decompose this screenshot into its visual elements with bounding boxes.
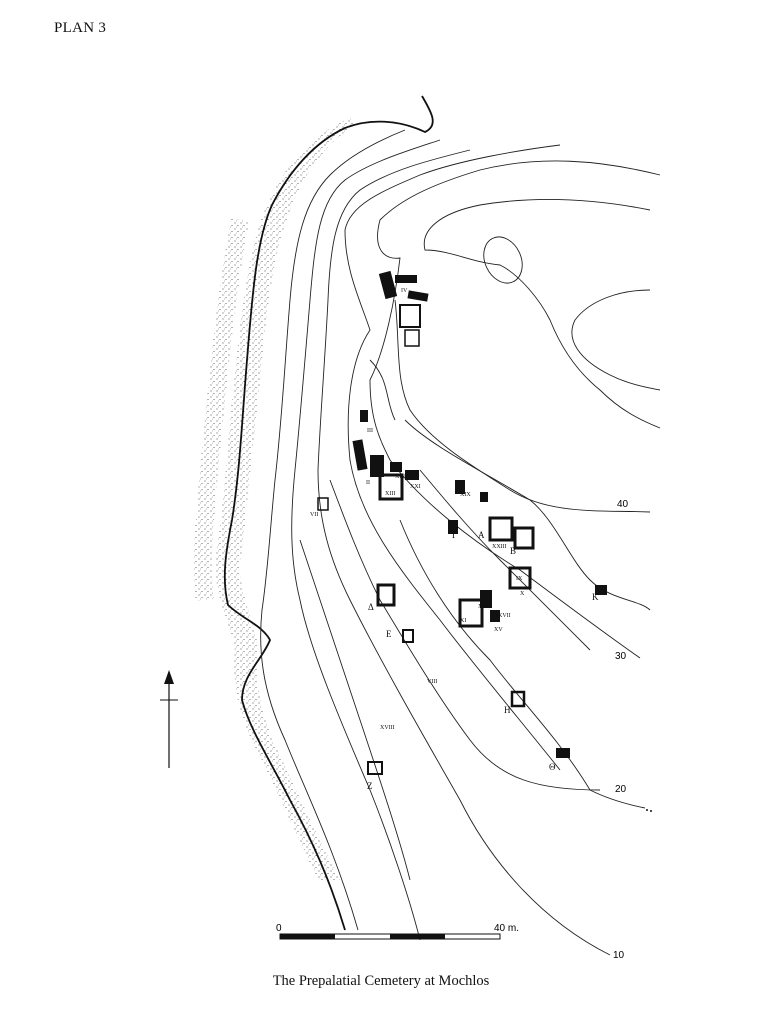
map-caption: The Prepalatial Cemetery at Mochlos <box>272 973 490 989</box>
contour-lines <box>260 129 661 956</box>
coastline <box>223 95 434 931</box>
tomb-label-vi: VI <box>417 293 423 299</box>
tomb-label-xv: XV <box>494 627 503 633</box>
scale-end-label: 40 m. <box>494 923 519 934</box>
tomb-label-gamma: Γ <box>452 530 457 540</box>
scale-bar: 0 40 m. <box>276 923 519 940</box>
contour-label-10: 10 <box>613 950 625 961</box>
contour-label-30: 30 <box>615 651 627 662</box>
tomb-label-xxi: XXI <box>410 484 421 490</box>
tomb-label-delta: Δ <box>368 602 374 612</box>
tomb-label-xvii: XVII <box>498 613 511 619</box>
tomb-label-a: A <box>478 530 485 540</box>
tomb-label-xvi: XVI <box>478 604 489 610</box>
tomb-label-xiii: XIII <box>385 491 395 497</box>
tomb-label-theta: Θ <box>549 762 556 772</box>
tomb-structures <box>317 270 607 775</box>
tomb-label-k: K <box>592 592 599 602</box>
tomb-label-v: V <box>410 295 415 301</box>
plan-label: PLAN 3 <box>54 20 107 36</box>
tomb-labels: IV V VI I II III XIII XIV XXI XIX VII Γ … <box>310 288 599 791</box>
tomb-label-ix: IX <box>516 576 523 582</box>
tomb-label-xiv: XIV <box>395 474 406 480</box>
tomb-label-b: B <box>510 546 516 556</box>
tomb-label-ii: II <box>366 480 370 486</box>
contour-label-40: 40 <box>617 499 629 510</box>
tomb-label-iii: III <box>367 428 373 434</box>
tomb-label-xix: XIX <box>460 492 471 498</box>
north-arrow-icon <box>160 670 178 768</box>
contour-label-20: 20 <box>615 784 627 795</box>
tomb-label-z: Z <box>367 781 373 791</box>
scale-start-label: 0 <box>276 923 282 934</box>
tomb-label-xi: XI <box>460 618 466 624</box>
tomb-label-viii: VIII <box>427 679 437 685</box>
tomb-label-x: X <box>520 591 525 597</box>
tomb-label-vii: VII <box>310 512 318 518</box>
tomb-label-xxiii: XXIII <box>492 544 507 550</box>
sea-stipple <box>215 118 355 880</box>
tomb-label-h: H <box>504 705 511 715</box>
contour-elevation-labels: 40 30 20 10 <box>613 499 629 961</box>
tomb-label-xviii: XVIII <box>380 725 395 731</box>
tomb-label-iv: IV <box>401 288 408 294</box>
tomb-label-i: I <box>370 464 372 470</box>
tomb-label-e: E <box>386 629 392 639</box>
